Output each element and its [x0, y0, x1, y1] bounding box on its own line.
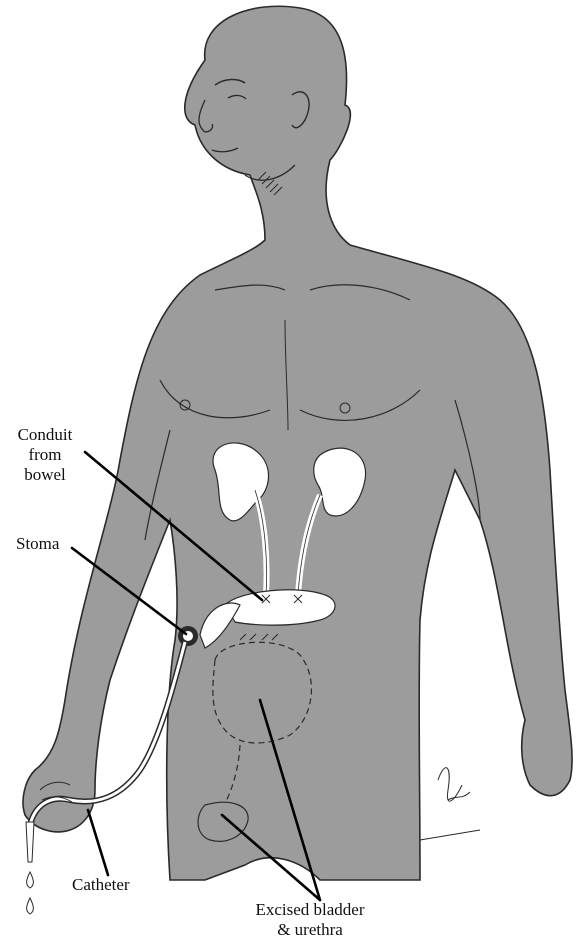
- label-excised-line-2: & urethra: [230, 920, 390, 940]
- label-conduit-line-1: Conduit: [6, 425, 84, 445]
- label-conduit: Conduit from bowel: [6, 425, 84, 485]
- label-excised: Excised bladder & urethra: [230, 900, 390, 940]
- label-stoma: Stoma: [16, 534, 59, 554]
- urine-drop-2: [27, 898, 34, 914]
- body-silhouette: [23, 6, 572, 880]
- catheter-tip: [26, 822, 34, 862]
- leader-catheter: [88, 810, 108, 875]
- label-conduit-line-3: bowel: [6, 465, 84, 485]
- label-catheter: Catheter: [72, 875, 130, 895]
- label-excised-line-1: Excised bladder: [230, 900, 390, 920]
- urine-drop-1: [27, 872, 34, 888]
- artist-signature: [420, 768, 480, 840]
- label-conduit-line-2: from: [6, 445, 84, 465]
